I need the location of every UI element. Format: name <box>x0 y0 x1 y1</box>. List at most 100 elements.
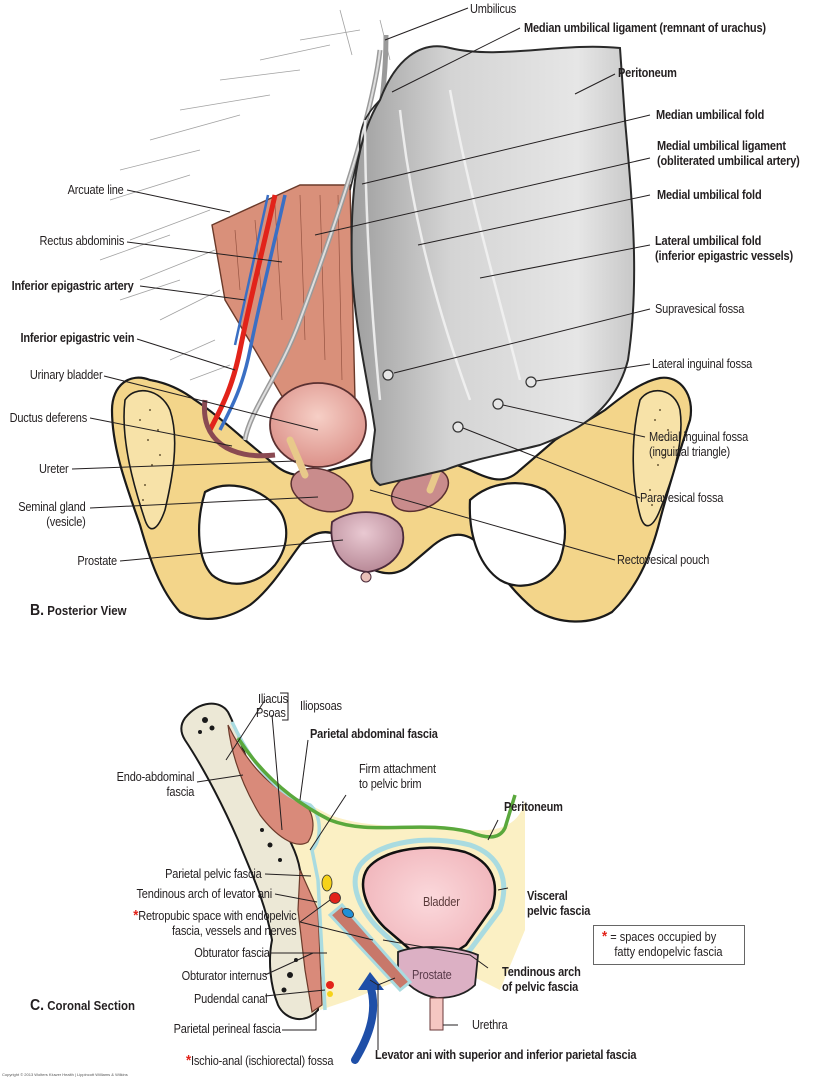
fossa-markers <box>382 369 537 433</box>
panel-b-posterior-view <box>71 7 693 623</box>
label-urethra: Urethra <box>472 1018 508 1032</box>
prostate-c <box>397 946 479 999</box>
label-rectus-abdominis: Rectus abdominis <box>39 234 124 248</box>
peritoneum-sheet <box>350 45 636 487</box>
label-bladder-c: Bladder <box>423 895 460 909</box>
label-medial-inguinal-fossa: Medial inguinal fossa (inguinal triangle… <box>649 430 748 460</box>
label-tendinous-arch-pelvic-fascia: Tendinous arch of pelvic fascia <box>502 965 581 995</box>
label-line-2: (inferior epigastric vessels) <box>655 249 793 263</box>
legend-line-2: fatty endopelvic fascia <box>614 945 723 959</box>
label-ureter: Ureter <box>39 462 69 476</box>
label-obturator-internus: Obturator internus <box>181 969 268 983</box>
label-line-1: Medial umbilical ligament <box>657 139 786 153</box>
vessel-red <box>329 892 341 904</box>
label-paravesical-fossa: Paravesical fossa <box>640 491 724 505</box>
label-inferior-epigastric-vein: Inferior epigastric vein <box>20 331 134 345</box>
label-peritoneum-c: Peritoneum <box>504 800 563 814</box>
label-line-2: to pelvic brim <box>359 777 422 791</box>
label-psoas: Psoas <box>256 706 286 720</box>
label-obturator-fascia: Obturator fascia <box>194 946 271 960</box>
pudendal-yellow <box>327 991 333 997</box>
prostate-b <box>330 511 405 573</box>
bladder-c <box>361 846 497 964</box>
label-prostate-b: Prostate <box>77 554 117 568</box>
bone-stipple <box>139 409 669 506</box>
panel-b-title: B. Posterior View <box>30 602 127 620</box>
label-supravesical-fossa: Supravesical fossa <box>655 302 745 316</box>
label-median-umbilical-fold: Median umbilical fold <box>656 108 765 122</box>
label-line-1: Medial inguinal fossa <box>649 430 749 444</box>
abdominal-wall-hatching <box>99 9 391 381</box>
label-rectovesical-pouch: Rectovesical pouch <box>617 553 710 567</box>
legend-box <box>593 925 745 965</box>
label-firm-attachment: Firm attachment to pelvic brim <box>359 762 436 792</box>
label-median-umbilical-ligament: Median umbilical ligament (remnant of ur… <box>524 21 766 35</box>
ureter-left <box>286 436 309 479</box>
panel-c-letter: C. <box>30 997 45 1014</box>
label-line-2: of pelvic fascia <box>502 980 579 994</box>
inferior-epigastric-artery <box>207 194 278 432</box>
panel-c-coronal-section <box>180 692 525 1064</box>
label-line-1: Firm attachment <box>359 762 436 776</box>
label-arcuate-line: Arcuate line <box>68 183 124 197</box>
label-prostate-c: Prostate <box>412 968 452 982</box>
panel-c-title-text: Coronal Section <box>47 998 135 1013</box>
label-medial-umbilical-fold: Medial umbilical fold <box>657 188 762 202</box>
panel-b-letter: B. <box>30 602 45 619</box>
label-parietal-perineal-fascia: Parietal perineal fascia <box>173 1022 281 1036</box>
label-line-2: pelvic fascia <box>527 904 591 918</box>
label-lateral-umbilical-fold: Lateral umbilical fold (inferior epigast… <box>655 234 793 264</box>
label-line-2: fascia <box>166 785 194 799</box>
label-iliopsoas: Iliopsoas <box>300 699 342 713</box>
label-tendinous-arch-levator-ani: Tendinous arch of levator ani <box>136 887 272 901</box>
urethra <box>429 997 444 1031</box>
label-line-1: Endo-abdominal <box>116 770 194 784</box>
label-parietal-abdominal-fascia: Parietal abdominal fascia <box>310 727 438 741</box>
star-icon: * <box>186 1052 191 1069</box>
legend-text: * = spaces occupied by fatty endopelvic … <box>602 929 723 960</box>
label-line-1: Seminal gland <box>18 500 87 514</box>
label-urinary-bladder: Urinary bladder <box>29 368 102 382</box>
label-pudendal-canal: Pudendal canal <box>193 992 268 1006</box>
pudendal-red <box>326 981 334 989</box>
panel-c-title: C. Coronal Section <box>30 997 135 1015</box>
label-seminal-gland: Seminal gland (vesicle) <box>18 500 87 530</box>
label-ischio-anal-fossa: *Ischio-anal (ischiorectal) fossa <box>186 1053 333 1069</box>
vessel-blue <box>342 908 354 918</box>
label-retropubic-space: *Retropubic space with endopelvic fascia… <box>133 908 296 939</box>
bladder-c-fascia <box>352 837 507 973</box>
label-line-2: (obliterated umbilical artery) <box>657 154 800 168</box>
label-peritoneum-b: Peritoneum <box>618 66 677 80</box>
seminal-gland-left <box>290 467 354 513</box>
label-levator-ani: Levator ani with superior and inferior p… <box>375 1048 637 1062</box>
urinary-bladder <box>269 382 367 468</box>
panel-b-title-text: Posterior View <box>47 603 127 618</box>
label-umbilicus: Umbilicus <box>470 2 517 16</box>
label-endo-abdominal-fascia: Endo-abdominal fascia <box>116 770 194 800</box>
label-line-1: Lateral umbilical fold <box>655 234 762 248</box>
legend-line-1: = spaces occupied by <box>610 930 717 944</box>
label-lateral-inguinal-fossa: Lateral inguinal fossa <box>652 357 753 371</box>
label-parietal-pelvic-fascia: Parietal pelvic fascia <box>165 867 263 881</box>
label-line-2: fascia, vessels and nerves <box>171 924 297 938</box>
label-iliacus: Iliacus <box>258 692 288 706</box>
levator-ani <box>327 902 413 993</box>
umbilical-folds <box>363 89 522 401</box>
label-inferior-epigastric-artery: Inferior epigastric artery <box>12 279 134 293</box>
iliopsoas-muscle <box>227 724 314 845</box>
label-line-1: Visceral <box>527 889 568 903</box>
label-text: Ischio-anal (ischiorectal) fossa <box>190 1054 334 1068</box>
label-visceral-pelvic-fascia: Visceral pelvic fascia <box>527 889 590 919</box>
copyright: Copyright © 2013 Wolters Kluwer Health |… <box>2 1072 128 1077</box>
label-line-1: Tendinous arch <box>502 965 581 979</box>
leader-lines-b <box>71 7 651 562</box>
star-icon: * <box>132 907 138 924</box>
label-ductus-deferens: Ductus deferens <box>9 411 88 425</box>
label-medial-umbilical-ligament: Medial umbilical ligament (obliterated u… <box>657 139 800 169</box>
label-line-2: (inguinal triangle) <box>649 445 731 459</box>
star-icon: * <box>602 928 608 945</box>
ischio-anal-arrow <box>351 981 378 1064</box>
label-line-1: Retropubic space with endopelvic <box>137 909 296 923</box>
leader-lines-c <box>196 692 509 1050</box>
